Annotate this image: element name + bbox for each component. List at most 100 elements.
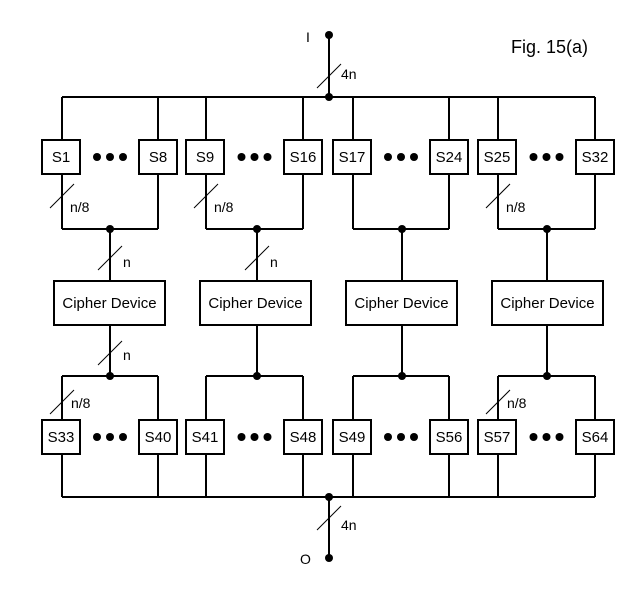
ellipsis-dot — [529, 153, 538, 161]
sbox-s57 — [477, 419, 517, 455]
group-1-bottom-junction — [106, 372, 114, 380]
cipher-device-4-label: Cipher Device — [500, 295, 594, 312]
ellipsis-dot — [263, 433, 272, 441]
group-2-top-junction — [253, 225, 261, 233]
sbox-s40-label: S40 — [145, 429, 172, 446]
group-2-bottom-junction — [253, 372, 261, 380]
group-4-top-branch-width: n/8 — [506, 199, 526, 215]
input-bus-slash — [316, 63, 342, 89]
cipher-device-3-label: Cipher Device — [354, 295, 448, 312]
ellipsis-dot — [542, 433, 551, 441]
group-1-cipher-out-width: n — [123, 347, 131, 363]
sbox-s8 — [138, 139, 178, 175]
group-3-bottom-junction — [398, 372, 406, 380]
output-terminal — [325, 554, 333, 562]
sbox-s17-label: S17 — [339, 149, 366, 166]
input-label: I — [306, 29, 310, 45]
ellipsis-dot — [384, 153, 392, 161]
cipher-device-1 — [53, 280, 166, 326]
group-4-bottom-branch-width: n/8 — [507, 395, 527, 411]
ellipsis-dot — [250, 153, 259, 161]
input-bus-width-label: 4n — [341, 66, 357, 82]
sbox-s1-label: S1 — [52, 149, 70, 166]
sbox-s1 — [41, 139, 81, 175]
sbox-s16-label: S16 — [290, 149, 317, 166]
sbox-s56 — [429, 419, 469, 455]
ellipsis-dot — [397, 433, 405, 441]
ellipsis-dot — [119, 433, 127, 441]
cipher-device-4 — [491, 280, 604, 326]
figure-title: Fig. 15(a) — [511, 37, 588, 57]
group-3-top-junction — [398, 225, 406, 233]
sbox-s33 — [41, 419, 81, 455]
group-1-branch-slash — [49, 183, 75, 209]
sbox-s32 — [575, 139, 615, 175]
group-1-out-slash — [97, 340, 123, 366]
group-1-top-branch-width: n/8 — [70, 199, 90, 215]
sbox-s25 — [477, 139, 517, 175]
output-bus-slash — [316, 505, 342, 531]
cipher-device-1-label: Cipher Device — [62, 295, 156, 312]
group-1-bottom-branch-slash — [49, 389, 75, 415]
cipher-device-2-label: Cipher Device — [208, 295, 302, 312]
ellipsis-dot — [237, 433, 246, 441]
ellipsis-dot — [93, 433, 101, 441]
input-junction — [325, 93, 333, 101]
ellipsis-dot — [237, 153, 246, 161]
group-2-branch-slash — [193, 183, 219, 209]
ellipsis-dot — [555, 433, 564, 441]
group-1-top-junction — [106, 225, 114, 233]
sbox-s64 — [575, 419, 615, 455]
sbox-s48 — [283, 419, 323, 455]
sbox-s48-label: S48 — [290, 429, 317, 446]
sbox-s32-label: S32 — [582, 149, 609, 166]
ellipsis-dot — [93, 153, 101, 161]
sbox-s25-label: S25 — [484, 149, 511, 166]
sbox-s16 — [283, 139, 323, 175]
sbox-s24-label: S24 — [436, 149, 463, 166]
output-junction — [325, 493, 333, 501]
ellipsis-dot — [119, 153, 127, 161]
cipher-device-2 — [199, 280, 312, 326]
ellipsis-dot — [250, 433, 259, 441]
input-terminal — [325, 31, 333, 39]
group-4-bottom-junction — [543, 372, 551, 380]
sbox-s9 — [185, 139, 225, 175]
sbox-s41-label: S41 — [192, 429, 219, 446]
output-bus-width-label: 4n — [341, 517, 357, 533]
ellipsis-dot — [263, 153, 272, 161]
ellipsis-dot — [106, 153, 114, 161]
group-2-top-branch-width: n/8 — [214, 199, 234, 215]
sbox-s17 — [332, 139, 372, 175]
sbox-s8-label: S8 — [149, 149, 167, 166]
group-2-in-slash — [244, 245, 270, 271]
sbox-s24 — [429, 139, 469, 175]
group-4-top-junction — [543, 225, 551, 233]
group-4-bottom-branch-slash — [485, 389, 511, 415]
group-4-branch-slash — [485, 183, 511, 209]
sbox-s40 — [138, 419, 178, 455]
sbox-s49-label: S49 — [339, 429, 366, 446]
ellipsis-dot — [384, 433, 392, 441]
sbox-s9-label: S9 — [196, 149, 214, 166]
ellipsis-dot — [410, 153, 418, 161]
cipher-device-3 — [345, 280, 458, 326]
sbox-s33-label: S33 — [48, 429, 75, 446]
sbox-s56-label: S56 — [436, 429, 463, 446]
sbox-s49 — [332, 419, 372, 455]
sbox-s57-label: S57 — [484, 429, 511, 446]
ellipsis-dot — [529, 433, 538, 441]
output-label: O — [300, 551, 311, 567]
group-1-cipher-in-width: n — [123, 254, 131, 270]
ellipsis-dot — [542, 153, 551, 161]
ellipsis-dot — [410, 433, 418, 441]
group-1-in-slash — [97, 245, 123, 271]
ellipsis-dot — [555, 153, 564, 161]
group-2-cipher-in-width: n — [270, 254, 278, 270]
sbox-s64-label: S64 — [582, 429, 609, 446]
group-1-bottom-branch-width: n/8 — [71, 395, 91, 411]
sbox-s41 — [185, 419, 225, 455]
ellipsis-dot — [106, 433, 114, 441]
